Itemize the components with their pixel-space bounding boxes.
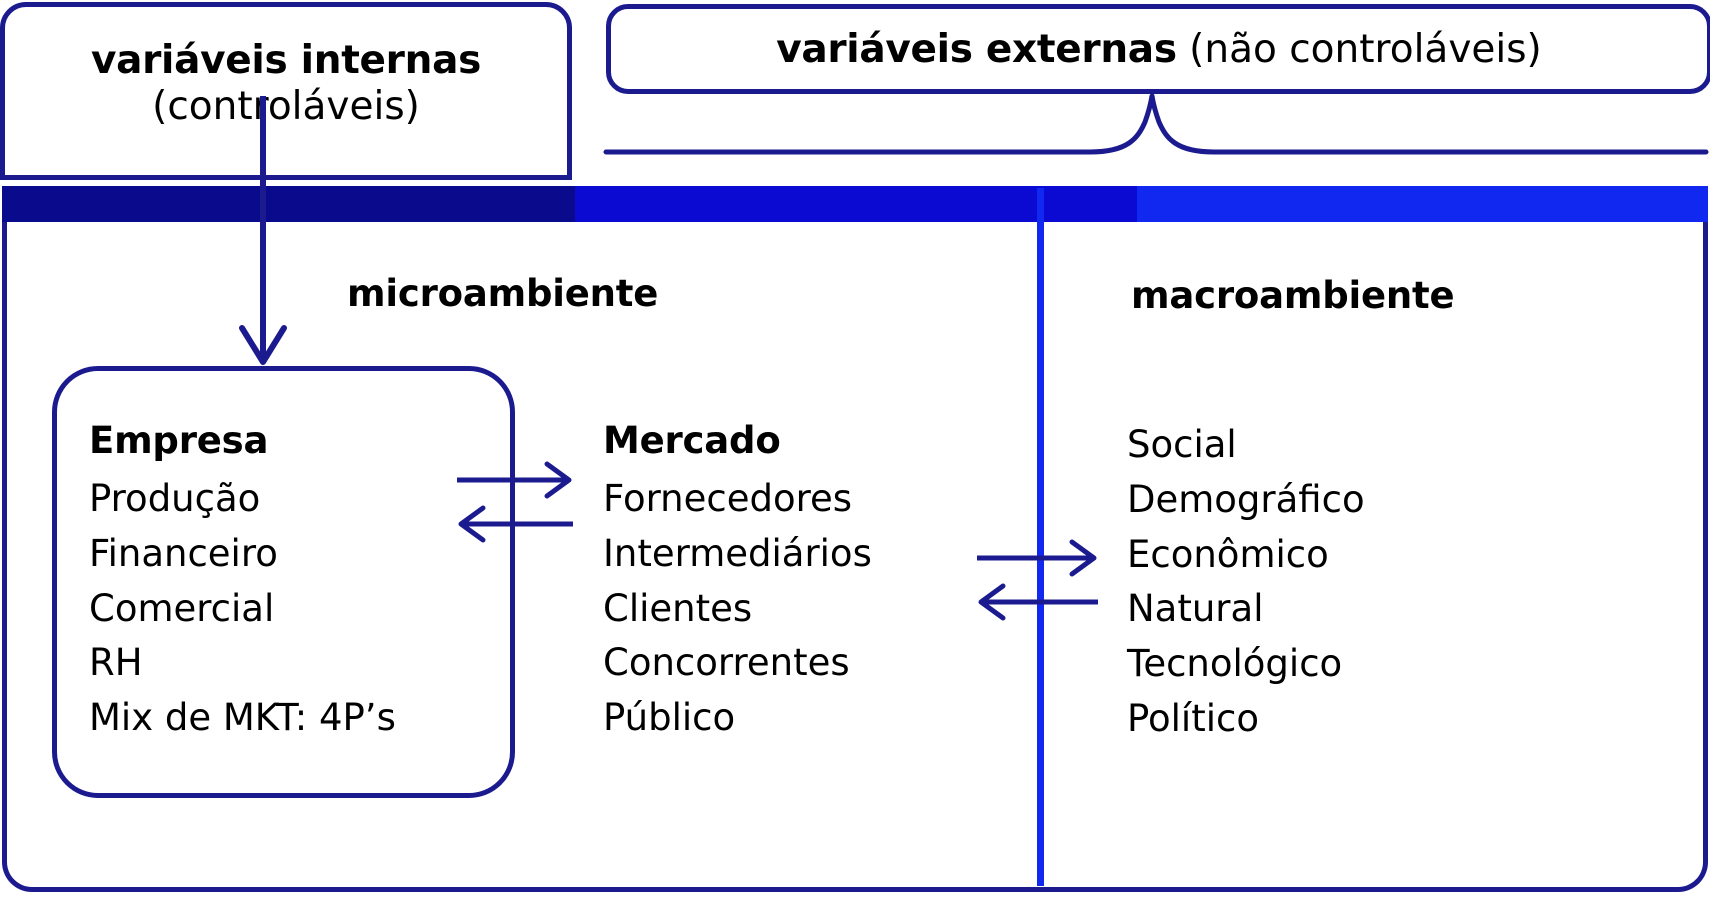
microambiente-heading: microambiente — [347, 272, 659, 315]
empresa-item: Produção — [89, 477, 261, 520]
band-segment-bright — [1137, 186, 1708, 222]
band-segment-medium — [575, 186, 1137, 222]
variaveis-internas-text: variáveis internas (controláveis) — [77, 38, 495, 144]
empresa-item: RH — [89, 641, 143, 685]
micro-macro-divider — [1037, 188, 1044, 886]
empresa-title: Empresa — [89, 419, 269, 462]
bidirectional-arrow-icon — [975, 532, 1100, 628]
empresa-item: Mix de MKT: 4P’s — [89, 696, 396, 739]
empresa-box — [52, 366, 515, 798]
variaveis-internas-normal: (controláveis) — [152, 84, 420, 129]
mercado-item: Clientes — [603, 586, 753, 630]
mercado-item: Intermediários — [603, 531, 872, 575]
empresa-item: Financeiro — [89, 531, 278, 575]
macroambiente-column: Social Demográfico Econômico Natural Tec… — [1127, 418, 1365, 747]
variaveis-internas-box: variáveis internas (controláveis) — [0, 2, 572, 180]
variaveis-externas-text: variáveis externas (não controláveis) — [776, 27, 1542, 72]
macro-item: Social — [1127, 423, 1237, 466]
variaveis-externas-bold: variáveis externas — [776, 26, 1177, 72]
mercado-column: Mercado Fornecedores Intermediários Clie… — [603, 422, 872, 746]
curly-brace-icon — [600, 92, 1710, 156]
variaveis-internas-bold: variáveis internas — [90, 37, 482, 83]
empresa-column: Empresa Produção Financeiro Comercial RH… — [89, 422, 396, 746]
macroambiente-heading: macroambiente — [1131, 274, 1455, 317]
mercado-item: Público — [603, 696, 736, 739]
bidirectional-arrow-icon — [455, 452, 575, 548]
macro-item: Político — [1127, 696, 1259, 740]
macro-item: Tecnológico — [1127, 642, 1343, 685]
band-segment-dark — [2, 186, 575, 222]
macro-item: Natural — [1127, 587, 1264, 631]
empresa-item: Comercial — [89, 586, 275, 630]
macro-item: Econômico — [1127, 532, 1329, 576]
variaveis-externas-normal: (não controláveis) — [1176, 26, 1542, 72]
variaveis-externas-box: variáveis externas (não controláveis) — [606, 4, 1710, 94]
mercado-title: Mercado — [603, 419, 781, 462]
arrow-down-icon — [236, 96, 290, 368]
mercado-item: Fornecedores — [603, 477, 853, 520]
mercado-item: Concorrentes — [603, 641, 850, 685]
macro-item: Demográfico — [1127, 477, 1365, 521]
